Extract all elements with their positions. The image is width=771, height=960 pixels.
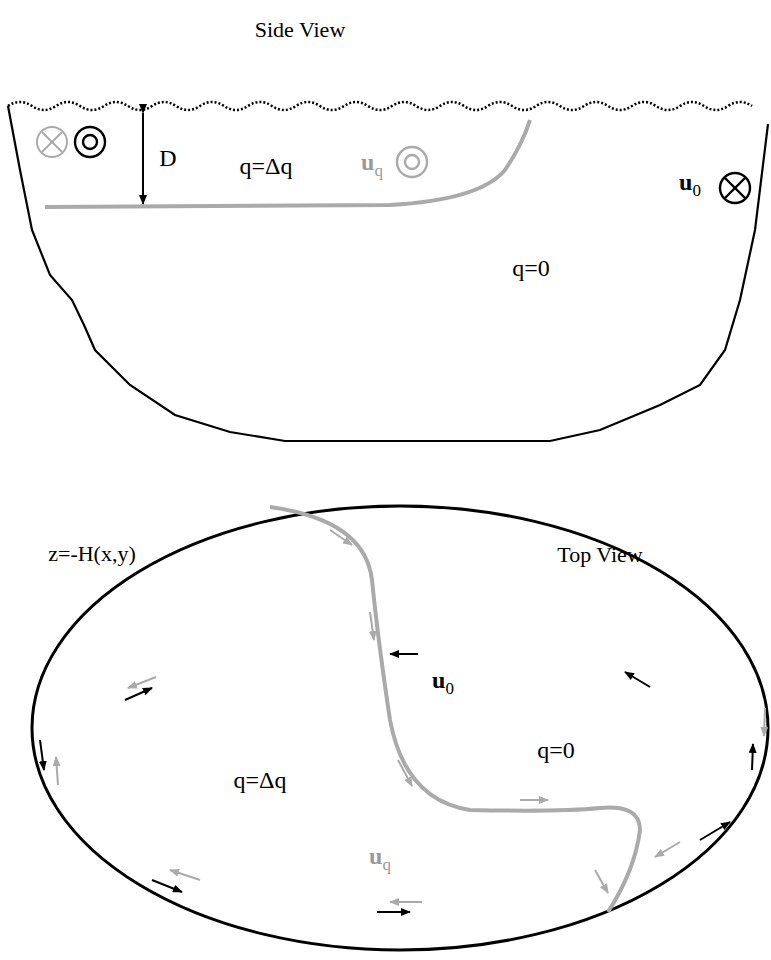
depth-label: z=-H(x,y) <box>48 543 136 565</box>
into-page-grey <box>37 127 67 157</box>
flow-arrows-grey <box>56 530 765 902</box>
free-surface <box>8 102 752 110</box>
velocity-label: u0 <box>432 668 454 697</box>
region-label: q=0 <box>512 256 550 280</box>
region-label: q=0 <box>537 738 575 762</box>
depth-arrow <box>142 113 144 204</box>
pv-interface-plan <box>270 507 640 912</box>
velocity-label: u0 <box>679 170 701 199</box>
view-title: Side View <box>255 19 346 41</box>
region-label: q=Δq <box>234 768 287 792</box>
velocity-label: uq <box>369 844 391 873</box>
basin-plan <box>32 506 768 950</box>
velocity-label: uq <box>361 150 383 179</box>
flow-arrows-black <box>40 654 753 912</box>
region-label: q=Δq <box>240 154 293 178</box>
pv-interface <box>45 120 530 207</box>
dimension-label: D <box>159 146 176 170</box>
out-of-page-black <box>75 127 105 157</box>
view-title: Top View <box>557 544 642 566</box>
into-page-black <box>720 173 750 203</box>
out-of-page-grey <box>397 147 427 177</box>
basin-outline <box>8 106 768 441</box>
